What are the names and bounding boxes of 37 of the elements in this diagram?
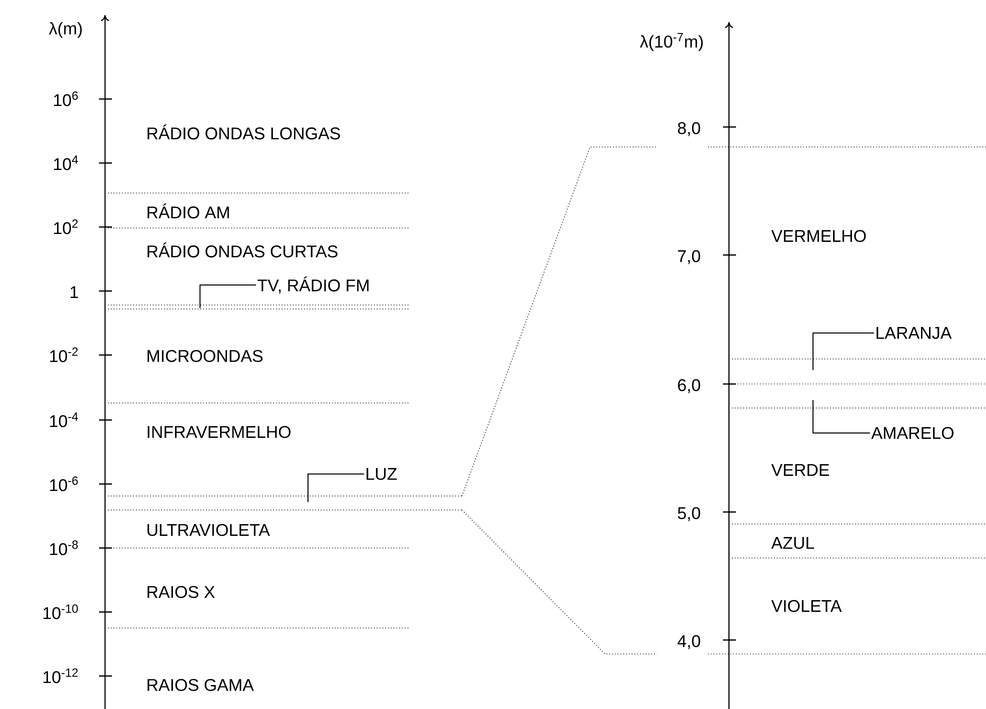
- tick-label: 10$^{-6}$: [50, 476, 78, 492]
- tick-label: 1: [70, 286, 78, 298]
- band-label: TV, RÁDIO FM: [258, 276, 369, 294]
- axis-title: λ(10$^{-7}$m): [640, 33, 703, 51]
- leader-line: [812, 332, 874, 370]
- tick-label: 7,0: [678, 250, 700, 264]
- band-label: VERDE: [771, 464, 830, 476]
- tick-label: 10$^{6}$: [54, 91, 78, 106]
- band-label: VERMELHO: [771, 230, 866, 242]
- band-label: VIOLETA: [771, 600, 842, 612]
- band-label: LUZ: [366, 468, 397, 480]
- band-label: INFRAVERMELHO: [148, 426, 291, 438]
- leader-line: [812, 400, 870, 434]
- tick-label: 10$^{4}$: [54, 156, 78, 170]
- band-label: RAIOS GAMA: [148, 678, 254, 692]
- band-label: RAIOS X: [148, 586, 215, 598]
- tick-label: 10$^{-12}$: [44, 668, 78, 684]
- band-label: ULTRAVIOLETA: [148, 524, 270, 536]
- axis-title: λ(m): [48, 22, 82, 38]
- tick-label: 10$^{-2}$: [50, 347, 78, 362]
- tick-label: 8,0: [678, 122, 700, 136]
- band-label: RÁDIO ONDAS CURTAS: [148, 242, 338, 258]
- tick-label: 10$^{-8}$: [50, 540, 78, 556]
- tick-label: 10$^{2}$: [54, 219, 78, 234]
- band-label: LARANJA: [876, 327, 952, 339]
- band-label: AMARELO: [871, 426, 954, 440]
- leader-line: [200, 284, 256, 308]
- band-label: RÁDIO ONDAS LONGAS: [148, 124, 340, 140]
- band-label: AZUL: [771, 537, 814, 549]
- band-label: RÁDIO AM: [148, 204, 229, 218]
- tick-label: 6,0: [678, 379, 700, 394]
- band-label: MICROONDAS: [148, 350, 263, 362]
- leader-line: [308, 474, 364, 502]
- tick-label: 5,0: [678, 507, 700, 522]
- tick-label: 4,0: [678, 635, 700, 650]
- tick-label: 10$^{-10}$: [44, 604, 78, 620]
- tick-label: 10$^{-4}$: [50, 412, 78, 428]
